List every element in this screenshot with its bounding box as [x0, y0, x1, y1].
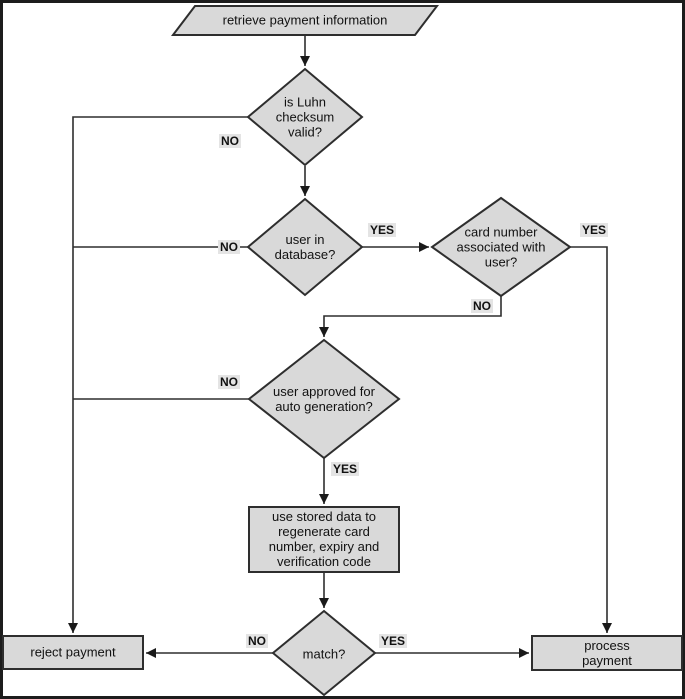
node-luhn-check-shape [246, 67, 364, 167]
node-match-shape [271, 609, 377, 697]
node-card-associated-shape [430, 196, 572, 298]
node-auto-generation-shape [247, 338, 401, 460]
node-user-in-db-shape [246, 197, 364, 297]
node-reject-shape [2, 635, 144, 670]
edge-card-no-to-autogen [319, 296, 502, 337]
node-start-shape [170, 5, 440, 36]
node-process-shape [531, 635, 683, 671]
edge-card-yes-to-process [570, 246, 612, 633]
edge-luhn-no-to-reject [68, 116, 248, 633]
node-regenerate-shape [248, 506, 400, 573]
